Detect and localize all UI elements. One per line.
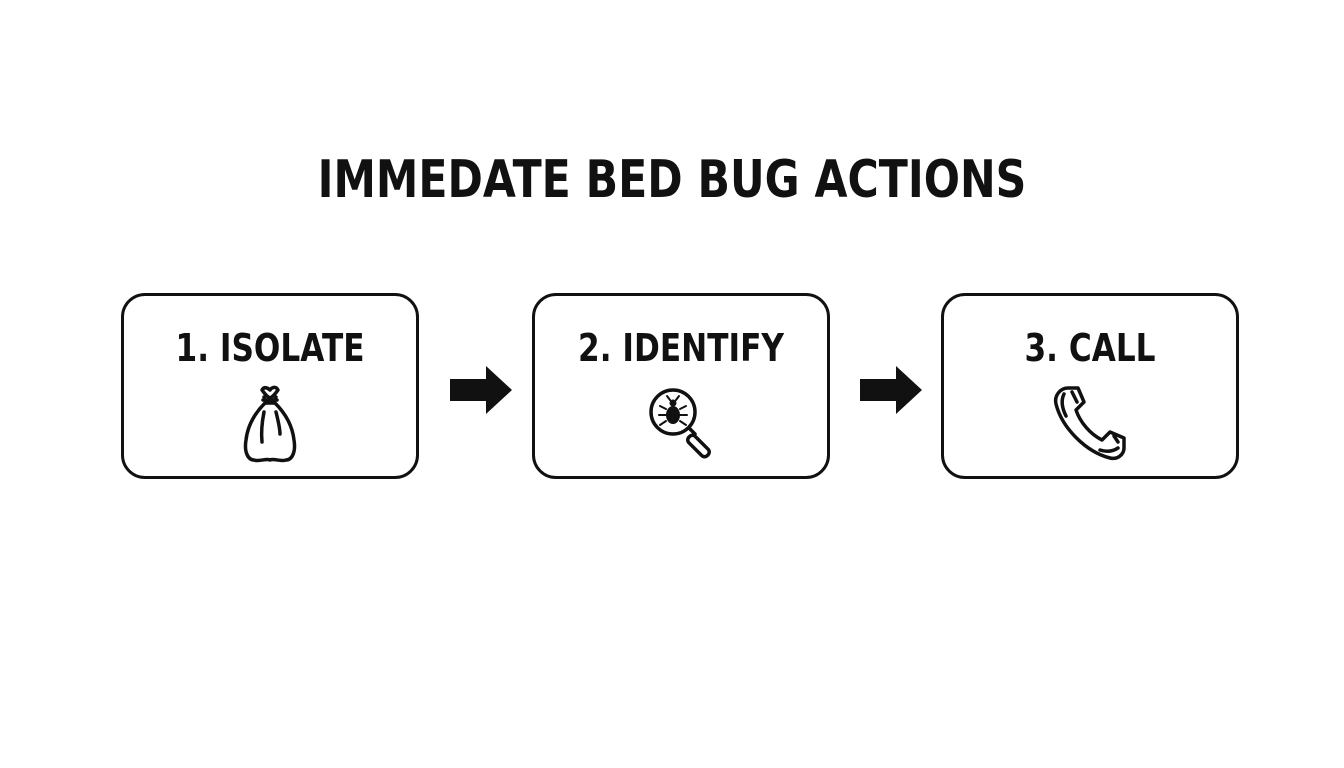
step-identify-label: 2. IDENTIFY bbox=[578, 326, 784, 370]
arrow-right-icon bbox=[858, 364, 924, 416]
step-isolate-box: 1. ISOLATE bbox=[121, 293, 419, 479]
step-isolate-label: 1. ISOLATE bbox=[175, 326, 365, 370]
sack-icon bbox=[228, 382, 312, 466]
step-identify-box: 2. IDENTIFY bbox=[532, 293, 830, 479]
step-call-label: 3. CALL bbox=[1024, 326, 1156, 370]
arrow-right-icon bbox=[448, 364, 514, 416]
step-call-box: 3. CALL bbox=[941, 293, 1239, 479]
phone-icon bbox=[1048, 382, 1132, 466]
magnifier-bug-icon bbox=[639, 382, 723, 466]
diagram-title: IMMEDATE BED BUG ACTIONS bbox=[317, 150, 1027, 210]
